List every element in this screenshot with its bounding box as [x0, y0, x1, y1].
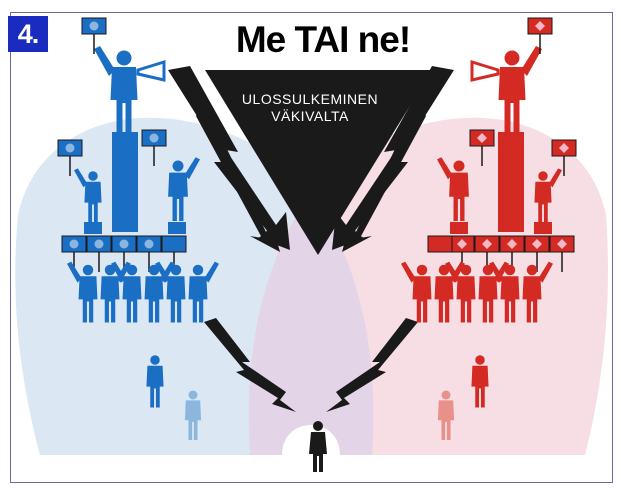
blue-lieutenant-person	[74, 168, 102, 224]
megaphone-icon	[136, 59, 166, 82]
lightning-bolt-icon	[326, 318, 418, 412]
red-bystander-person	[471, 355, 489, 408]
outsider-person	[309, 421, 327, 472]
red-lieutenant-pedestal	[534, 222, 552, 234]
diamond-flag-icon	[474, 235, 500, 272]
diamond-flag-icon	[527, 17, 553, 54]
blue-leader-person	[94, 46, 138, 133]
red-crowd-person	[489, 261, 520, 323]
circle-flag-icon	[86, 235, 112, 272]
red-crowd-person	[401, 261, 432, 323]
exclusion-triangle	[205, 70, 432, 255]
diamond-flag-icon	[551, 139, 577, 176]
blue-bystander-person	[146, 355, 164, 408]
red-bystander-person	[437, 390, 455, 440]
red-lieutenant-pedestal	[450, 222, 468, 234]
blue-lieutenant-person	[168, 157, 200, 221]
figure-number-badge: 4.	[8, 16, 48, 52]
blue-crowd-person	[155, 261, 186, 323]
circle-flag-icon	[81, 17, 107, 54]
figure-number-text: 4.	[17, 18, 40, 49]
diamond-flag-icon	[449, 235, 475, 272]
red-banner-segment	[427, 235, 453, 253]
red-crowd-person	[445, 261, 476, 323]
lightning-bolt-icon	[342, 100, 426, 252]
lightning-bolt-icon	[204, 318, 296, 412]
blue-crowd-person	[188, 261, 219, 323]
red-crowd-person	[522, 261, 553, 323]
circle-flag-icon	[61, 235, 87, 272]
triangle-text-line-2: VÄKIVALTA	[271, 108, 349, 124]
red-lieutenant-person	[534, 168, 562, 224]
diamond-flag-icon	[469, 129, 495, 166]
blue-crowd-person	[111, 261, 142, 323]
blue-lieutenant-pedestal	[84, 222, 102, 234]
diamond-flag-icon	[499, 235, 525, 272]
lightning-bolt-icon	[196, 100, 280, 252]
circle-flag-icon	[57, 139, 83, 176]
diamond-flag-icon	[549, 235, 575, 272]
red-leader-person	[498, 46, 542, 133]
red-lieutenant-person	[437, 157, 469, 221]
triangle-text-line-1: ULOSSULKEMINEN	[241, 91, 379, 107]
red-leader-pedestal	[498, 132, 524, 232]
circle-flag-icon	[136, 235, 162, 272]
megaphone-icon	[470, 59, 500, 82]
circle-flag-icon	[111, 235, 137, 272]
blue-lieutenant-pedestal	[168, 222, 186, 234]
circle-flag-icon	[141, 129, 167, 166]
blue-leader-pedestal	[112, 132, 138, 232]
figure-title: Me TAI ne!	[235, 19, 411, 60]
blue-crowd-person	[67, 261, 98, 323]
blue-banner-segment	[161, 235, 187, 253]
blue-bystander-person	[184, 390, 202, 440]
